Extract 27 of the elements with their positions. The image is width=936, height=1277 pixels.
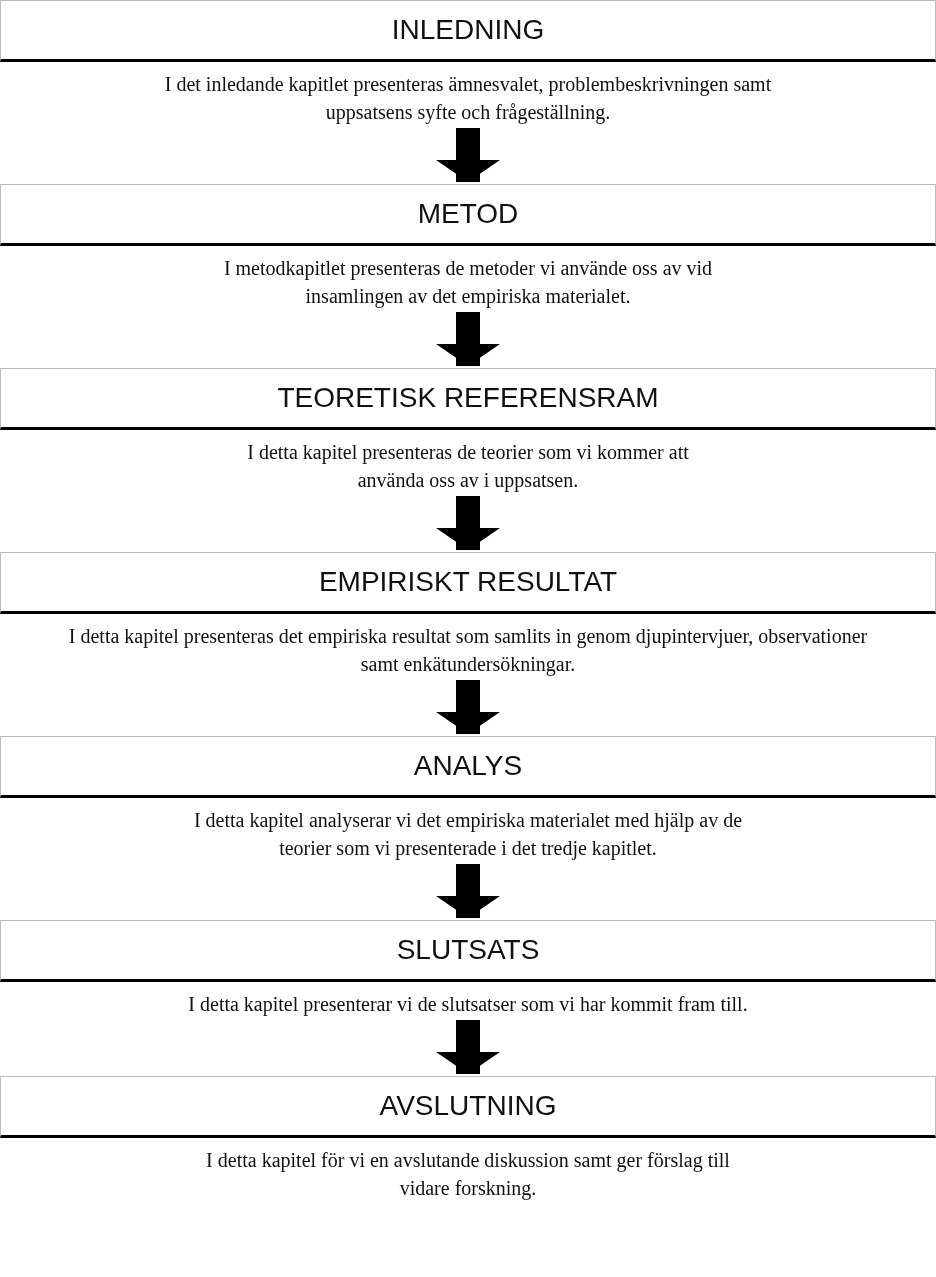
- chapter-heading-box: SLUTSATS: [0, 920, 936, 982]
- chapter-section: [0, 920, 936, 1018]
- chapter-section: [0, 1076, 936, 1202]
- chapter-description: I detta kapitel analyserar vi det empiriska materialet med hjälp av de teorier som vi presenterade i det tredje kapitlet.: [192, 808, 744, 862]
- chapter-description: I detta kapitel presenteras de teorier som vi kommer att använda oss av i uppsatsen.: [246, 440, 690, 494]
- block-arrow: [436, 864, 500, 918]
- chapter-description: I detta kapitel för vi en avslutande diskussion samt ger förslag till vidare forskning.: [205, 1148, 731, 1202]
- block-arrow: [436, 312, 500, 366]
- block-arrow: [436, 1020, 500, 1074]
- chapter-section: [0, 0, 936, 126]
- chapter-heading-box: AVSLUTNING: [0, 1076, 936, 1138]
- block-arrow: [436, 680, 500, 734]
- chapter-section: [0, 736, 936, 862]
- chapter-heading-box: METOD: [0, 184, 936, 246]
- chapter-description: I metodkapitlet presenteras de metoder vi använde oss av vid insamlingen av det empiriska materialet.: [222, 256, 714, 310]
- chapter-description: I detta kapitel presenteras det empiriska resultat som samlits in genom djupintervjuer, observationer samt enkätundersökningar.: [68, 624, 868, 678]
- chapter-heading-box: ANALYS: [0, 736, 936, 798]
- chapter-heading-box: TEORETISK REFERENSRAM: [0, 368, 936, 430]
- block-arrow: [436, 496, 500, 550]
- block-arrow: [436, 128, 500, 182]
- chapter-description: I detta kapitel presenterar vi de slutsatser som vi har kommit fram till.: [188, 992, 748, 1018]
- chapter-description: I det inledande kapitlet presenteras ämnesvalet, problembeskrivningen samt uppsatsens syfte och frågeställning.: [163, 72, 773, 126]
- chapter-heading-box: INLEDNING: [0, 0, 936, 62]
- chapter-section: [0, 368, 936, 494]
- chapter-section: [0, 552, 936, 678]
- chapter-section: [0, 184, 936, 310]
- chapter-heading-box: EMPIRISKT RESULTAT: [0, 552, 936, 614]
